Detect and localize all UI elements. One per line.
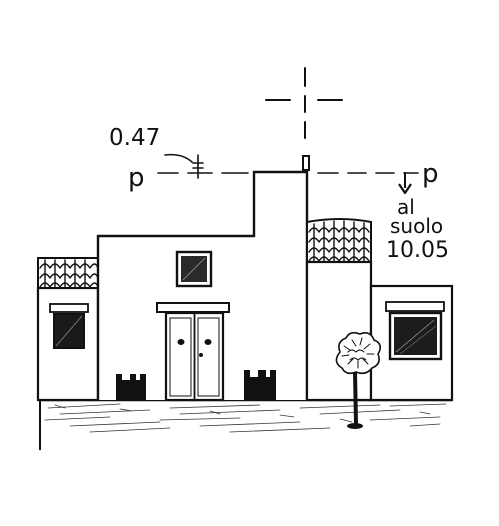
main-block	[96, 170, 309, 402]
ground	[39, 398, 452, 450]
ground-label-line1: al	[397, 195, 415, 219]
left-window-lintel	[49, 303, 89, 313]
tree	[335, 331, 382, 429]
ground-label-line2: suolo	[390, 214, 443, 238]
planter-right	[244, 370, 276, 400]
right-roof-tiles	[306, 218, 372, 263]
door-knob-left	[177, 339, 185, 345]
chimney	[302, 155, 310, 171]
door-lock	[199, 353, 203, 357]
left-wing	[36, 257, 100, 402]
plane-label-left: p	[128, 163, 145, 193]
ground-level-value: 10.05	[386, 238, 449, 263]
crosshair-mark	[265, 67, 343, 139]
height-marker	[164, 153, 204, 179]
height-offset-label: 0.47	[109, 125, 160, 151]
right-window-lintel	[385, 301, 445, 312]
right-wing	[369, 284, 454, 402]
planter-left	[116, 374, 146, 400]
door-lintel	[156, 302, 230, 313]
door-knob-right	[204, 339, 212, 345]
right-mid-wall	[305, 260, 373, 402]
plane-label-right: p	[422, 159, 439, 189]
ground-level-arrow	[398, 172, 412, 195]
